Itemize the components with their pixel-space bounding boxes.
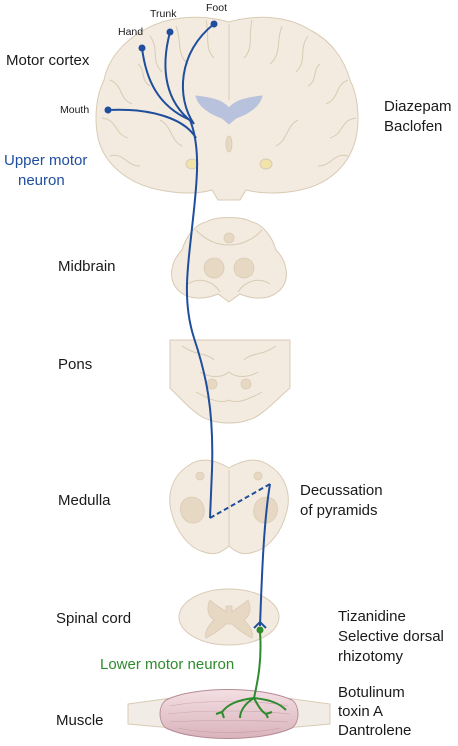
medulla-dot-1	[195, 471, 205, 481]
label-spinal-cord: Spinal cord	[56, 610, 132, 627]
muscle-fibers	[167, 701, 291, 733]
label-upper-motor-neuron-1: Upper motor	[4, 152, 88, 169]
third-ventricle	[225, 135, 233, 153]
synapse-terminal	[253, 620, 267, 629]
medulla-section	[169, 459, 289, 555]
drug-tizanidine: Tizanidine	[338, 608, 406, 625]
label-decussation-2: of pyramids	[300, 502, 378, 519]
label-foot: Foot	[206, 2, 228, 14]
lower-motor-neuron-pathway	[215, 631, 287, 719]
drug-rhizotomy: rhizotomy	[338, 648, 404, 665]
midbrain-inner	[187, 229, 271, 293]
pons-section	[169, 339, 291, 424]
axon-trunk	[164, 31, 193, 123]
brain-gyri	[101, 19, 357, 167]
amygdala-right	[259, 158, 273, 170]
lower-neuron-axon	[253, 631, 262, 699]
pons-outline	[169, 339, 291, 424]
lateral-tract	[259, 483, 271, 627]
drug-baclofen: Baclofen	[384, 118, 443, 135]
axon-mouth	[107, 108, 197, 139]
decussation-line	[209, 483, 271, 519]
brain-section	[95, 16, 359, 201]
label-trunk: Trunk	[150, 8, 177, 20]
spinal-cord-section	[178, 588, 280, 646]
label-lower-motor-neuron: Lower motor neuron	[100, 656, 235, 673]
spinal-gray-matter	[205, 599, 253, 639]
motor-endplates	[215, 697, 287, 719]
cerebral-aqueduct	[223, 232, 235, 244]
muscle-belly	[159, 689, 299, 739]
label-mouth: Mouth	[60, 104, 90, 116]
upper-motor-neuron-pathway	[107, 23, 271, 627]
cell-body-trunk	[166, 28, 174, 36]
label-medulla: Medulla	[58, 492, 111, 509]
label-upper-motor-neuron-2: neuron	[18, 172, 65, 189]
red-nucleus-right	[233, 257, 255, 279]
label-hand: Hand	[118, 26, 144, 38]
drug-selective-dorsal: Selective dorsal	[338, 628, 444, 645]
label-decussation-1: Decussation	[300, 482, 383, 499]
lower-neuron-cell-body	[256, 626, 264, 634]
cell-body-mouth	[104, 106, 112, 114]
pons-nucleus-2	[240, 378, 252, 390]
red-nucleus-left	[203, 257, 225, 279]
cell-body-hand	[138, 44, 146, 52]
axon-foot	[181, 23, 215, 125]
neuron-cell-bodies	[104, 20, 218, 114]
drug-dantrolene: Dantrolene	[338, 722, 412, 739]
muscle	[127, 689, 331, 739]
label-muscle: Muscle	[56, 712, 104, 729]
midbrain-section	[171, 217, 287, 303]
descending-tract	[185, 119, 214, 519]
drug-diazepam: Diazepam	[384, 98, 452, 115]
drug-toxin-a: toxin A	[338, 703, 384, 720]
label-pons: Pons	[58, 356, 93, 373]
lateral-ventricles	[195, 95, 263, 125]
medulla-dot-2	[253, 471, 263, 481]
pons-inner	[181, 345, 277, 403]
pons-nucleus-1	[206, 378, 218, 390]
drug-botulinum: Botulinum	[338, 684, 405, 701]
label-motor-cortex: Motor cortex	[6, 52, 90, 69]
label-midbrain: Midbrain	[58, 258, 116, 275]
cell-body-foot	[210, 20, 218, 28]
midbrain-outline	[171, 217, 287, 303]
axon-hand	[141, 47, 191, 121]
